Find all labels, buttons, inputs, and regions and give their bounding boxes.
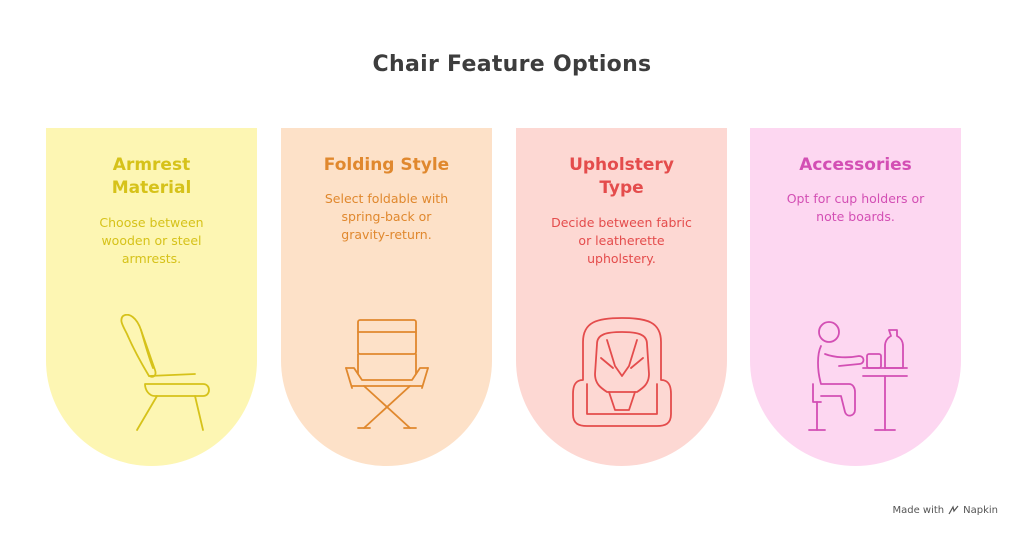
card-description-line: Opt for cup holders or <box>786 191 925 206</box>
padded-seat-icon <box>557 314 687 444</box>
card-title-line: Upholstery <box>569 155 674 175</box>
card-description-line: spring-back or <box>341 209 432 224</box>
page-title: Chair Feature Options <box>372 52 652 77</box>
card-title: Folding Style <box>291 154 482 177</box>
card-title-line: Material <box>111 178 192 198</box>
card-upholstery-type: Upholstery Type Decide between fabric or… <box>516 128 727 466</box>
card-title-line: Folding Style <box>323 155 450 175</box>
card-description: Decide between fabric or leatherette uph… <box>542 214 701 268</box>
napkin-watermark: Made with Napkin <box>892 505 998 516</box>
card-description-line: armrests. <box>121 251 182 266</box>
card-title-line: Accessories <box>799 155 912 175</box>
card-description-line: note boards. <box>816 209 895 224</box>
card-title-line: Armrest <box>112 155 191 175</box>
armchair-icon <box>87 314 217 444</box>
card-description-line: Select foldable with <box>324 191 449 206</box>
card-accessories: Accessories Opt for cup holders or note … <box>750 128 961 466</box>
card-description: Choose between wooden or steel armrests. <box>72 214 231 268</box>
card-description: Select foldable with spring-back or grav… <box>307 190 466 244</box>
card-folding-style: Folding Style Select foldable with sprin… <box>281 128 492 466</box>
card-description-line: Decide between fabric <box>551 215 692 230</box>
card-description-line: gravity-return. <box>341 227 432 242</box>
card-armrest-material: Armrest Material Choose between wooden o… <box>46 128 257 466</box>
card-title: Accessories <box>760 154 951 177</box>
director-chair-icon <box>322 314 452 444</box>
brand-prefix: Made with <box>892 505 945 516</box>
card-description: Opt for cup holders or note boards. <box>776 190 935 226</box>
card-description-line: upholstery. <box>587 251 656 266</box>
brand-name: Napkin <box>963 505 998 516</box>
card-description-line: or leatherette <box>578 233 665 248</box>
napkin-logo-icon <box>948 505 959 515</box>
card-description-line: wooden or steel <box>101 233 202 248</box>
card-title: Upholstery Type <box>526 154 717 200</box>
person-at-table-icon <box>791 314 921 444</box>
card-description-line: Choose between <box>99 215 204 230</box>
card-title: Armrest Material <box>56 154 247 200</box>
card-title-line: Type <box>599 178 644 198</box>
